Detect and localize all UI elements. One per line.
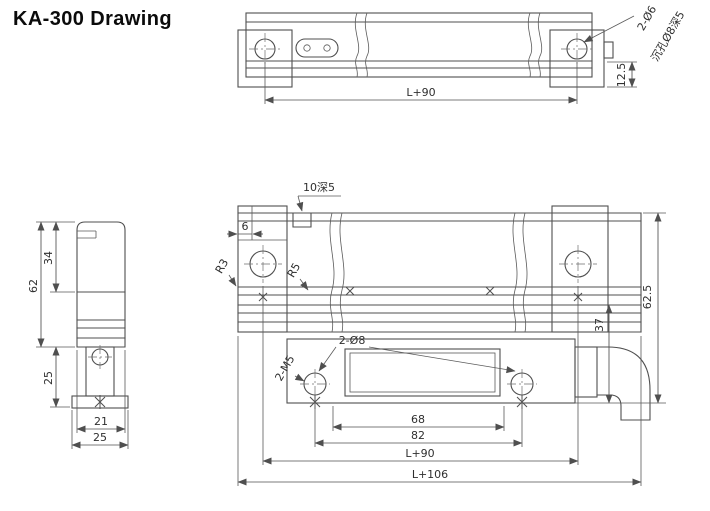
position-mark (485, 286, 495, 296)
note-threads-label: 2-M5 (272, 353, 297, 383)
dim-l90-label: L+90 (405, 447, 434, 460)
head-neck (85, 346, 115, 397)
break-line (537, 12, 543, 78)
break-line (339, 212, 345, 333)
note-holes-label: 2-Ø6 (635, 3, 660, 33)
centerlines (561, 33, 593, 65)
break-line (527, 12, 533, 78)
leader-line (318, 346, 337, 372)
dim-82-label: 82 (411, 429, 425, 442)
dim-21-label: 21 (94, 415, 108, 428)
note-slot-label: 10深5 (303, 181, 335, 194)
right-bracket-tab (603, 41, 614, 59)
dim-height-label: 12.5 (615, 63, 628, 88)
profile-detail (77, 230, 97, 239)
dim-37-label: 37 (593, 318, 606, 332)
dim-68-label: 68 (411, 413, 425, 426)
cable (596, 346, 651, 421)
side-view: 34 62 25 21 25 (27, 221, 129, 449)
head-plate-inner (349, 352, 496, 393)
profile-lines (237, 212, 642, 333)
extension-lines (314, 399, 523, 447)
leader-line (228, 274, 237, 287)
break-line (512, 212, 518, 333)
dim-25v-label: 25 (42, 371, 55, 385)
leader-line (368, 346, 516, 374)
note-holes-label: 2-Ø8 (339, 334, 366, 347)
slot-hole (303, 44, 311, 52)
dim-62-label: 62 (27, 279, 40, 293)
screw-mark (94, 395, 106, 409)
front-view: 10深5 6 R3 R5 2-Ø8 2-M5 37 62.5 (213, 181, 666, 486)
dim-62-5-label: 62.5 (641, 285, 654, 310)
break-line (364, 12, 370, 78)
break-line (354, 12, 360, 78)
break-line (522, 212, 528, 333)
leader-line (296, 195, 304, 212)
dim-length-label: L+90 (406, 86, 435, 99)
right-end-block (551, 205, 609, 333)
leader-line (583, 15, 635, 43)
centerlines (249, 33, 281, 65)
dim-34-label: 34 (42, 251, 55, 265)
leader-line (294, 373, 305, 382)
centerlines (300, 369, 330, 399)
head-plate (344, 348, 501, 397)
extension-lines (76, 350, 126, 433)
profile-line (76, 291, 126, 339)
dim-6-label: 6 (242, 220, 249, 233)
top-view: L+90 12.5 2-Ø6 沉孔Ø8深5 (237, 3, 688, 104)
adjust-slot (295, 38, 339, 58)
position-mark (345, 286, 355, 296)
leader-line (299, 278, 309, 291)
centerlines (244, 245, 282, 283)
note-r5-label: R5 (285, 261, 304, 280)
extension-lines (262, 286, 579, 465)
break-line (329, 212, 335, 333)
top-slot (292, 212, 312, 228)
note-r3-label: R3 (213, 257, 232, 276)
dim-25h-label: 25 (93, 431, 107, 444)
centerlines (559, 245, 597, 283)
slot-hole (323, 44, 331, 52)
dim-l106-label: L+106 (412, 468, 448, 481)
scale-body-outline (245, 12, 593, 78)
drawing-title: KA-300 Drawing (13, 8, 172, 30)
extension-lines (237, 336, 642, 486)
cable-connector (574, 346, 598, 398)
left-end-block (237, 205, 288, 333)
centerlines (88, 345, 112, 369)
centerlines (507, 369, 537, 399)
profile-outline (76, 221, 126, 348)
